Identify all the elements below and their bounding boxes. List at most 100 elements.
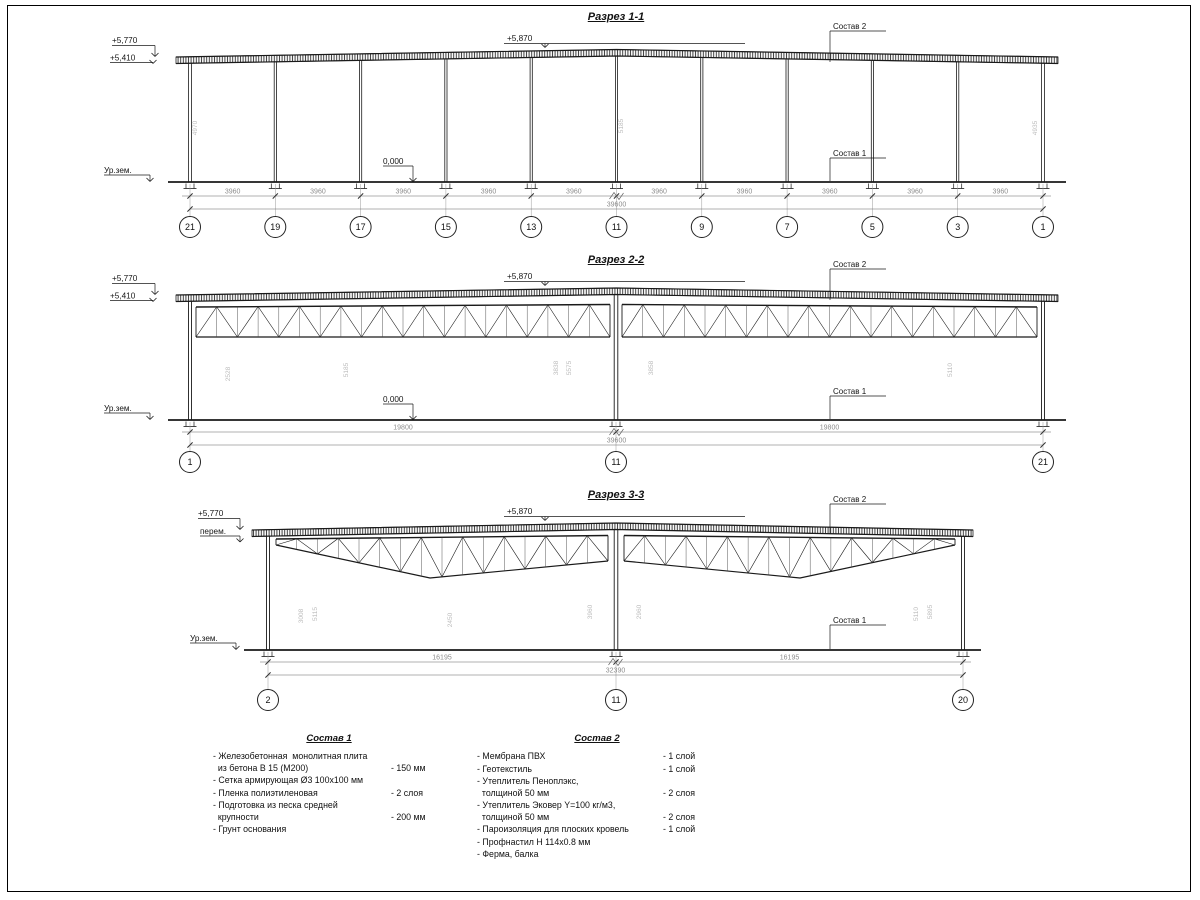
height-dimension: 3858 bbox=[648, 360, 655, 375]
composition-item-value: - 2 слоя bbox=[663, 787, 695, 798]
height-dimension: 3008 bbox=[298, 608, 305, 623]
grid-bubble-label: 15 bbox=[441, 222, 451, 232]
total-dimension: 39600 bbox=[607, 202, 627, 209]
composition-item-text: - Сетка армирующая Ø3 100х100 мм bbox=[213, 775, 364, 785]
composition-2-block: Состав 2 - Мембрана ПВХ- 1 слой- Геотекс… bbox=[477, 733, 717, 862]
height-dimension: 2450 bbox=[447, 612, 454, 627]
height-dimension: 2528 bbox=[225, 366, 232, 381]
grid-bubble bbox=[776, 216, 799, 238]
roof-composition-label: Состав 2 bbox=[833, 22, 867, 31]
roof-composition-label: Состав 2 bbox=[833, 260, 867, 269]
height-dimension: 5115 bbox=[312, 607, 319, 621]
height-dimension: 5110 bbox=[947, 363, 954, 377]
elevation-eave: +5,770 bbox=[198, 509, 224, 518]
composition-item-value: - 2 слоя bbox=[391, 787, 423, 798]
composition-item: - Железобетонная монолитная плита из бет… bbox=[213, 751, 445, 774]
segment-dimension: 3960 bbox=[907, 189, 923, 196]
elevation-top: +5,870 bbox=[507, 272, 533, 281]
composition-item-value: - 1 слой bbox=[663, 824, 696, 834]
roof-composition-label: Состав 2 bbox=[833, 495, 867, 504]
grid-bubble bbox=[1032, 216, 1054, 238]
height-dimension: 2960 bbox=[636, 604, 643, 619]
grid-bubble bbox=[1032, 451, 1054, 473]
composition-item-text: - Мембрана ПВХ bbox=[477, 751, 546, 761]
composition-item-text: - Пароизоляция для плоских кровель bbox=[477, 824, 629, 834]
elevation-soffit: +5,410 bbox=[110, 54, 136, 63]
grid-bubble bbox=[264, 216, 287, 238]
composition-item-text: - Ферма, балка bbox=[477, 849, 539, 859]
grid-bubble-label: 11 bbox=[611, 457, 620, 467]
elevation-top: +5,870 bbox=[507, 507, 533, 516]
floor-composition-label: Состав 1 bbox=[833, 387, 867, 396]
segment-dimension: 3960 bbox=[481, 189, 497, 196]
segment-dimension: 19800 bbox=[393, 425, 413, 432]
segment-dimension: 3960 bbox=[993, 189, 1009, 196]
elevation-soffit: перем. bbox=[200, 527, 226, 536]
height-dimension: 4970 bbox=[192, 120, 199, 135]
composition-item: - Профнастил Н 114х0.8 мм bbox=[477, 837, 717, 849]
composition-1-items: - Железобетонная монолитная плита из бет… bbox=[213, 751, 445, 836]
grid-bubble bbox=[520, 216, 543, 238]
elevation-eave: +5,770 bbox=[112, 274, 138, 283]
grid-bubble bbox=[605, 451, 627, 473]
segment-dimension: 19800 bbox=[820, 425, 840, 432]
floor-composition-label: Состав 1 bbox=[833, 616, 867, 625]
grid-bubble bbox=[690, 216, 713, 238]
composition-item: - Пленка полиэтиленовая- 2 слоя bbox=[213, 788, 445, 800]
section-1-title: Разрез 1-1 bbox=[587, 11, 645, 23]
grid-bubble-label: 17 bbox=[356, 222, 366, 232]
composition-2-title: Состав 2 bbox=[574, 733, 620, 744]
composition-item-text: - Профнастил Н 114х0.8 мм bbox=[477, 836, 591, 847]
grid-bubble bbox=[605, 689, 627, 711]
grid-bubble bbox=[952, 689, 974, 711]
floor-composition-label: Состав 1 bbox=[833, 149, 867, 158]
segment-dimension: 3960 bbox=[395, 189, 411, 196]
composition-item-text: - Грунт основания bbox=[213, 824, 287, 834]
segment-dimension: 3960 bbox=[737, 189, 753, 196]
composition-item: - Геотекстиль- 1 слой bbox=[477, 764, 717, 776]
grid-bubble bbox=[349, 216, 372, 238]
composition-item: - Ферма, балка bbox=[477, 849, 717, 861]
segment-dimension: 16195 bbox=[432, 655, 452, 662]
total-dimension: 32390 bbox=[606, 668, 626, 675]
composition-item-value: - 1 слой bbox=[663, 763, 696, 774]
elevation-soffit: +5,410 bbox=[110, 292, 136, 301]
grid-bubble-label: 20 bbox=[958, 695, 968, 705]
composition-item: - Грунт основания bbox=[213, 824, 445, 836]
grid-bubble-label: 21 bbox=[185, 222, 195, 232]
composition-item-value: - 150 мм bbox=[391, 762, 426, 773]
grid-bubble-label: 1 bbox=[187, 457, 192, 467]
grid-bubble-label: 9 bbox=[699, 222, 704, 232]
grid-bubble-label: 13 bbox=[526, 222, 536, 232]
section-3-title: Разрез 3-3 bbox=[587, 489, 645, 501]
grid-bubble-label: 1 bbox=[1040, 222, 1045, 232]
grid-bubble bbox=[179, 451, 201, 473]
elevation-top: +5,870 bbox=[507, 34, 533, 43]
composition-1-block: Состав 1 - Железобетонная монолитная пли… bbox=[213, 733, 445, 837]
grid-bubble-label: 21 bbox=[1038, 457, 1048, 467]
grid-bubble bbox=[605, 216, 628, 238]
composition-1-title: Состав 1 bbox=[306, 733, 352, 744]
composition-item: - Утеплитель Пеноплэкс, толщиной 50 мм- … bbox=[477, 776, 717, 799]
grid-bubble-label: 2 bbox=[265, 695, 270, 705]
elevation-eave: +5,770 bbox=[112, 36, 138, 45]
grid-bubble-label: 19 bbox=[270, 222, 280, 232]
composition-item: - Сетка армирующая Ø3 100х100 мм bbox=[213, 775, 445, 787]
composition-item-text: - Утеплитель Эковер Y=100 кг/м3, толщино… bbox=[477, 800, 616, 822]
composition-item-value: - 2 слоя bbox=[663, 811, 695, 822]
segment-dimension: 3960 bbox=[310, 189, 326, 196]
grid-bubble bbox=[946, 216, 969, 238]
section-2-title: Разрез 2-2 bbox=[587, 254, 645, 266]
composition-2-items: - Мембрана ПВХ- 1 слой- Геотекстиль- 1 с… bbox=[477, 751, 717, 861]
zero-level-mark: 0,000 bbox=[383, 395, 404, 404]
segment-dimension: 3960 bbox=[651, 189, 667, 196]
grid-bubble-label: 7 bbox=[785, 222, 790, 232]
composition-item-value: - 200 мм bbox=[391, 811, 426, 822]
grid-bubble bbox=[434, 216, 457, 238]
height-dimension: 5895 bbox=[927, 604, 934, 619]
height-dimension: 5185 bbox=[343, 362, 350, 377]
